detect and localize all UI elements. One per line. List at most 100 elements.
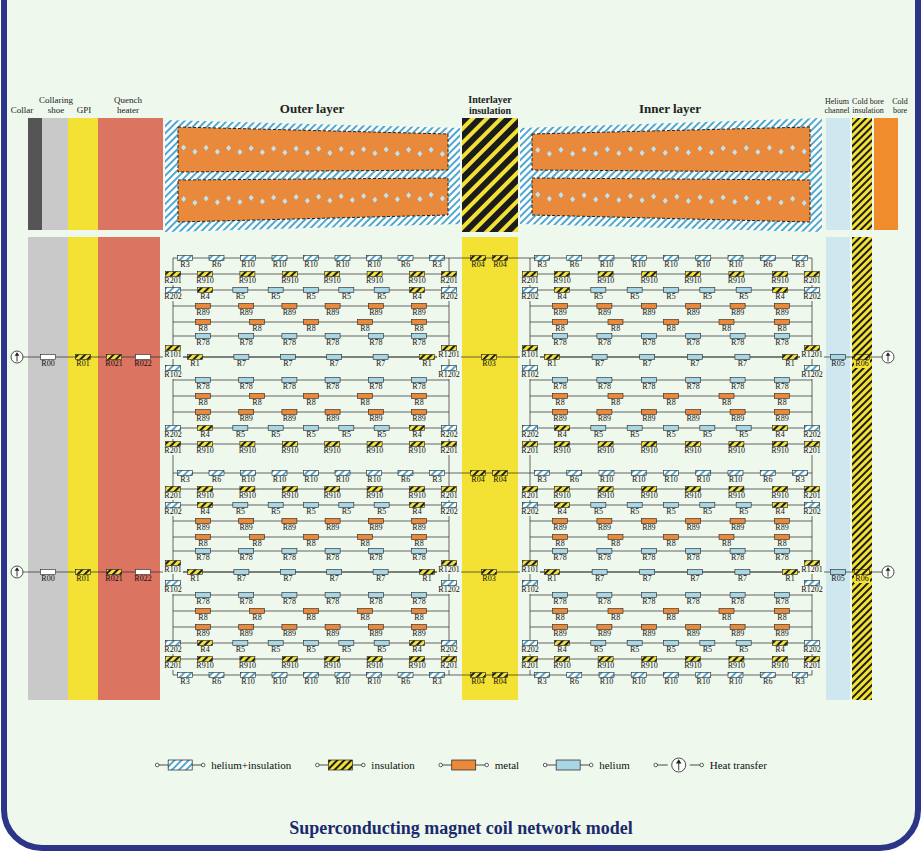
resistor-symbol — [268, 288, 283, 293]
resistor-label: R4 — [556, 431, 567, 439]
resistor-symbol — [304, 641, 319, 646]
wire — [530, 489, 812, 490]
resistor-label: R8 — [359, 614, 370, 622]
helium-channel-column — [826, 237, 850, 700]
resistor-symbol — [325, 625, 340, 630]
resistor-symbol — [233, 426, 248, 431]
resistor-symbol — [327, 570, 342, 575]
resistor-label: R89 — [774, 309, 789, 317]
resistor-symbol — [775, 549, 790, 554]
resistor-symbol — [597, 304, 612, 309]
resistor-symbol — [729, 657, 744, 662]
cold-bore-band — [874, 118, 898, 230]
resistor-symbol — [555, 288, 570, 293]
heat-arrowhead — [886, 567, 891, 571]
resistor-label: R04 — [470, 678, 485, 686]
resistor-symbol — [430, 256, 445, 261]
resistor-symbol — [272, 471, 287, 476]
resistor-label: R910 — [770, 492, 789, 500]
resistor-symbol — [373, 570, 388, 575]
resistor-label: R8 — [721, 614, 732, 622]
resistor-symbol — [685, 442, 700, 447]
legend-terminal — [543, 763, 547, 767]
resistor-label: R6 — [211, 678, 222, 686]
resistor-label: R202 — [802, 293, 821, 301]
resistor-symbol — [325, 549, 340, 554]
resistor-symbol — [686, 625, 701, 630]
resistor-symbol — [730, 519, 745, 524]
legend-swatch — [328, 760, 352, 770]
resistor-label: R5 — [629, 431, 640, 439]
resistor-label: R910 — [640, 662, 659, 670]
resistor-symbol — [367, 487, 382, 492]
resistor-symbol — [775, 535, 790, 540]
wire — [173, 595, 449, 596]
resistor-symbol — [304, 256, 319, 261]
resistor-symbol — [719, 320, 734, 325]
resistor-label: R6 — [400, 261, 411, 269]
resistor-symbol — [410, 272, 425, 277]
resistor-symbol — [805, 561, 820, 566]
resistor-label: R6 — [762, 476, 773, 484]
resistor-symbol — [374, 641, 389, 646]
resistor-symbol — [268, 641, 283, 646]
resistor-label: R6 — [400, 476, 411, 484]
resistor-symbol — [339, 288, 354, 293]
resistor-label: R89 — [552, 524, 567, 532]
wire — [173, 521, 449, 522]
resistor-label: R910 — [365, 277, 384, 285]
resistor-symbol — [555, 426, 570, 431]
strand-dot — [237, 199, 242, 205]
strand-dot — [755, 149, 760, 155]
resistor-label: R910 — [195, 447, 214, 455]
strand-dot — [628, 146, 633, 152]
resistor-symbol — [597, 519, 612, 524]
resistor-label: R8 — [776, 325, 787, 333]
resistor-label: R10 — [335, 678, 350, 686]
resistor-symbol — [773, 426, 788, 431]
resistor-label: R8 — [721, 399, 732, 407]
resistor-symbol — [642, 442, 657, 447]
resistor-symbol — [664, 288, 679, 293]
legend-sample — [654, 758, 704, 772]
interlayer-insulation-band — [462, 118, 518, 232]
resistor-label: R5 — [305, 646, 316, 654]
strand-dot — [640, 150, 645, 156]
resistor-label: R3 — [179, 261, 190, 269]
resistor-symbol — [250, 394, 265, 399]
strand-dot — [215, 199, 220, 205]
resistor-symbol — [325, 334, 340, 339]
resistor-symbol — [793, 673, 808, 678]
heat-arrowhead — [15, 567, 20, 571]
resistor-label: R89 — [325, 524, 340, 532]
resistor-label: R5 — [341, 646, 352, 654]
resistor-label: R1 — [189, 360, 200, 368]
resistor-label: R1 — [421, 575, 432, 583]
resistor-symbol — [608, 320, 623, 325]
resistor-symbol — [535, 256, 550, 261]
resistor-symbol — [304, 320, 319, 325]
resistor-label: R5 — [270, 508, 281, 516]
resistor-label: R5 — [629, 508, 640, 516]
column-heading: Quench heater — [105, 96, 151, 116]
resistor-label: R5 — [376, 508, 387, 516]
resistor-symbol — [555, 657, 570, 662]
resistor-symbol — [420, 355, 435, 360]
resistor-label: R10 — [728, 678, 743, 686]
resistor-symbol — [166, 641, 181, 646]
resistor-symbol — [696, 256, 711, 261]
resistor-label: R78 — [774, 383, 789, 391]
resistor-symbol — [471, 673, 486, 678]
strand-dot — [417, 196, 422, 202]
resistor-label: R5 — [305, 431, 316, 439]
resistor-symbol — [627, 288, 642, 293]
resistor-label: R910 — [727, 492, 746, 500]
resistor-symbol — [793, 471, 808, 476]
strand-dot — [350, 150, 355, 156]
resistor-symbol — [553, 535, 568, 540]
legend-terminal — [201, 763, 205, 767]
resistor-symbol — [555, 442, 570, 447]
resistor-symbol — [368, 304, 383, 309]
wire — [812, 258, 813, 675]
resistor-label: R8 — [610, 540, 621, 548]
